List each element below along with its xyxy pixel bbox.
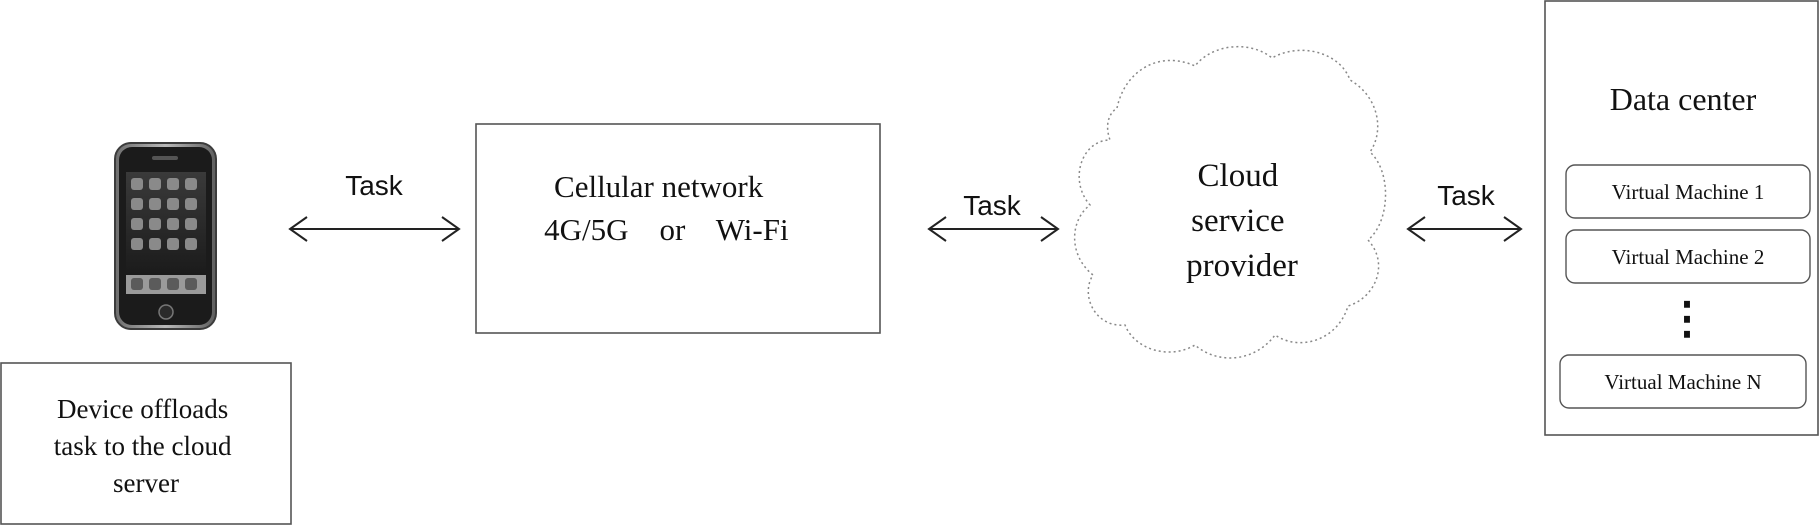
task-arrow-network-cloud: [927, 216, 1060, 242]
cloud-text: Cloud service provider: [1186, 158, 1298, 284]
task-arrow-cloud-datacenter: [1406, 216, 1523, 242]
vm-label: Virtual Machine 2: [1612, 245, 1765, 269]
device-caption-line: Device offloads: [57, 394, 228, 424]
device-caption-line: task to the cloud: [54, 431, 232, 461]
vm-label: Virtual Machine N: [1604, 370, 1761, 394]
cloud-line: service: [1191, 203, 1284, 239]
data-center-title: Data center: [1610, 81, 1757, 117]
vm-box: [1559, 354, 1807, 409]
task-arrow-device-network: [288, 216, 461, 242]
task-label: Task: [345, 170, 404, 201]
network-line: 4G/5G or Wi-Fi: [544, 212, 789, 247]
network-line: Cellular network: [554, 169, 764, 204]
device-caption-line: server: [113, 468, 179, 498]
vm-box: [1565, 229, 1811, 284]
vm-label: Virtual Machine 1: [1612, 180, 1765, 204]
cloud-line: provider: [1186, 248, 1298, 284]
network-box: [475, 123, 881, 334]
smartphone-icon: [114, 142, 217, 330]
cloud-line: Cloud: [1198, 158, 1279, 194]
vm-box: [1565, 164, 1811, 219]
device-caption: Device offloads task to the cloud server: [54, 394, 238, 498]
task-label: Task: [1437, 180, 1496, 211]
task-label: Task: [963, 190, 1022, 221]
cloud-shape: [1073, 45, 1387, 359]
vm-ellipsis: ⋮: [1665, 294, 1709, 343]
device-caption-box: [0, 362, 292, 525]
network-text: Cellular network 4G/5G or Wi-Fi: [0, 0, 812, 247]
